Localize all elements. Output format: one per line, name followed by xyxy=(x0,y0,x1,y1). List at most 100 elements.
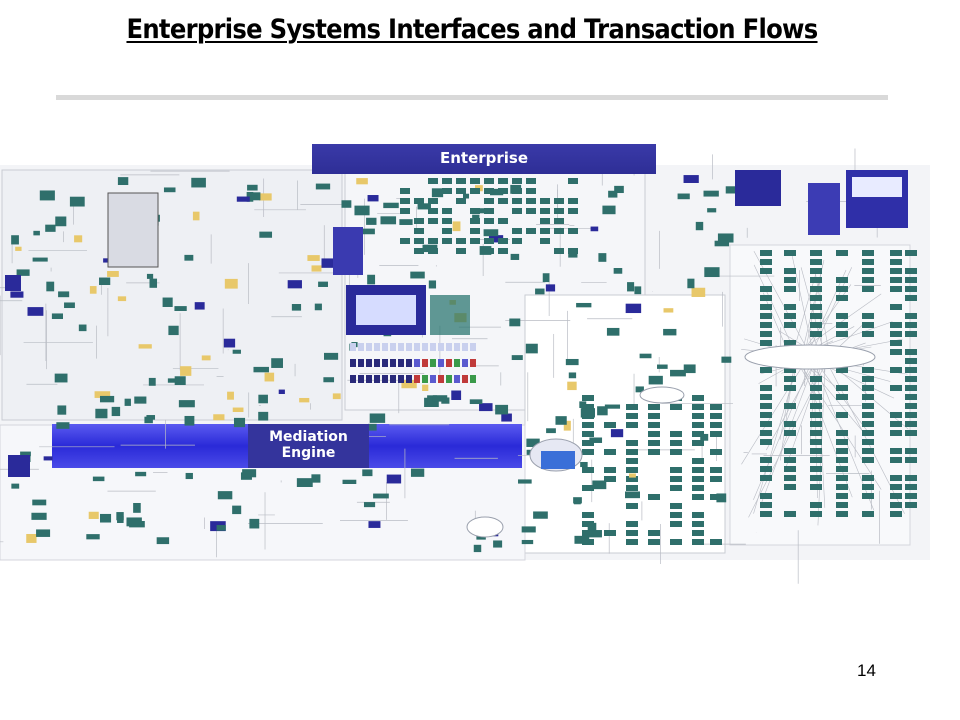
connector-line xyxy=(805,269,847,358)
system-node xyxy=(784,340,796,346)
system-node xyxy=(784,385,796,391)
system-node xyxy=(784,430,796,436)
system-node xyxy=(315,183,331,190)
system-node xyxy=(373,493,389,499)
system-node xyxy=(191,177,206,188)
system-node xyxy=(905,313,917,319)
system-node xyxy=(117,177,129,186)
system-node xyxy=(890,367,902,373)
system-node xyxy=(16,269,30,276)
system-node xyxy=(810,277,822,283)
system-node xyxy=(784,313,796,319)
system-node xyxy=(470,208,480,214)
system-node xyxy=(626,539,638,545)
system-node xyxy=(232,349,241,354)
system-node xyxy=(862,268,874,274)
system-node xyxy=(540,228,550,234)
system-node xyxy=(862,331,874,337)
system-node xyxy=(862,448,874,454)
system-node xyxy=(784,448,796,454)
system-node xyxy=(399,219,413,225)
system-node xyxy=(592,480,607,490)
system-node xyxy=(692,494,704,500)
system-node xyxy=(456,198,466,204)
system-node xyxy=(634,286,642,295)
system-node xyxy=(307,255,320,261)
system-node xyxy=(518,479,532,484)
system-node xyxy=(890,286,902,292)
system-node xyxy=(456,238,466,244)
system-node xyxy=(670,476,682,482)
system-node xyxy=(201,355,211,361)
system-node xyxy=(417,203,431,210)
system-node xyxy=(432,395,448,402)
system-node xyxy=(710,467,722,473)
system-node xyxy=(810,295,822,301)
system-node xyxy=(862,376,874,382)
system-node xyxy=(670,440,682,446)
system-node xyxy=(905,250,917,256)
system-node xyxy=(542,273,550,283)
system-node xyxy=(428,238,438,244)
slide-title: Enterprise Systems Interfaces and Transa… xyxy=(126,14,818,45)
system-node xyxy=(414,198,424,204)
system-node xyxy=(94,391,111,398)
system-node xyxy=(714,240,730,247)
system-node xyxy=(710,494,722,500)
system-node xyxy=(810,403,822,409)
cloud-node-blue xyxy=(541,451,575,469)
system-node xyxy=(905,502,917,508)
system-node xyxy=(442,218,452,224)
console-cell xyxy=(382,375,388,383)
system-node xyxy=(890,457,902,463)
console-cell xyxy=(470,359,476,367)
system-node xyxy=(278,389,285,395)
system-node xyxy=(687,278,695,289)
system-node xyxy=(626,413,638,419)
console-cell xyxy=(470,375,476,383)
system-node xyxy=(99,277,111,286)
system-node xyxy=(11,235,19,245)
system-node xyxy=(533,511,548,519)
system-node xyxy=(725,186,740,194)
system-node xyxy=(905,376,917,382)
system-node xyxy=(760,421,772,427)
system-node xyxy=(363,502,376,508)
console-cell xyxy=(390,359,396,367)
system-node xyxy=(905,268,917,274)
console-cell xyxy=(462,375,468,383)
system-node xyxy=(341,200,352,208)
console-cell xyxy=(406,375,412,383)
system-node xyxy=(784,286,796,292)
system-node xyxy=(579,401,587,408)
system-node xyxy=(156,537,170,545)
system-node xyxy=(692,485,704,491)
system-node xyxy=(836,286,848,292)
system-node xyxy=(626,530,638,536)
console-cell xyxy=(438,343,444,351)
system-node xyxy=(568,178,578,184)
system-node xyxy=(670,512,682,518)
system-node xyxy=(324,352,339,360)
document-stack xyxy=(107,192,159,268)
system-node xyxy=(509,318,521,327)
system-node xyxy=(648,494,660,500)
system-node xyxy=(54,373,68,383)
system-node xyxy=(626,521,638,527)
system-node xyxy=(442,238,452,244)
system-node xyxy=(692,530,704,536)
system-node xyxy=(810,439,822,445)
system-node xyxy=(862,484,874,490)
system-node xyxy=(259,231,273,238)
system-node xyxy=(862,421,874,427)
system-node xyxy=(138,344,152,349)
system-node xyxy=(32,257,48,262)
system-node xyxy=(356,178,368,185)
system-node xyxy=(149,278,158,288)
central-console-screen xyxy=(356,295,416,325)
system-node xyxy=(626,422,638,428)
system-node xyxy=(663,308,674,313)
system-node xyxy=(836,439,848,445)
system-node xyxy=(862,439,874,445)
system-node xyxy=(905,421,917,427)
